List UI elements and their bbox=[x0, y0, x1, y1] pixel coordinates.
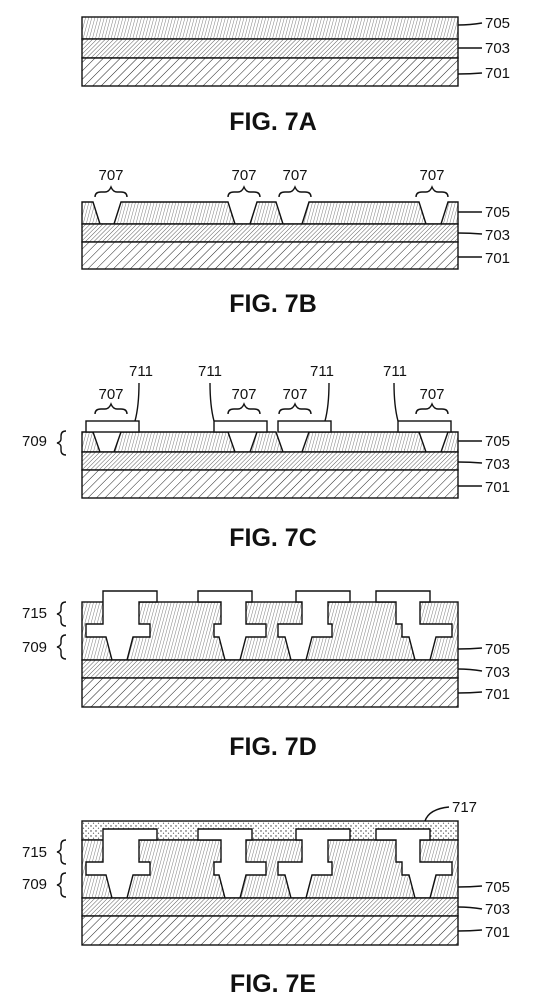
label-705: 705 bbox=[485, 641, 510, 658]
layer-701 bbox=[81, 57, 459, 87]
label-701: 701 bbox=[485, 924, 510, 941]
trench-label: 707 bbox=[282, 386, 307, 403]
trench-label: 707 bbox=[231, 167, 256, 184]
layer-703 bbox=[81, 38, 459, 59]
label-709: 709 bbox=[22, 876, 47, 893]
label-705: 705 bbox=[485, 204, 510, 221]
trench-label: 707 bbox=[419, 386, 444, 403]
label-703: 703 bbox=[485, 40, 510, 57]
figure-7b: 707 707 707 707 705 703 701 FIG. 7B bbox=[81, 167, 510, 318]
label-701: 701 bbox=[485, 686, 510, 703]
layer-701 bbox=[81, 677, 459, 708]
figure-7e: 717 715 709 705 703 701 FIG. 7E bbox=[22, 799, 510, 998]
pad-label: 711 bbox=[129, 363, 153, 380]
figure-7a: 705 703 701 FIG. 7A bbox=[81, 15, 510, 136]
pad-label: 711 bbox=[383, 363, 407, 380]
label-703: 703 bbox=[485, 227, 510, 244]
pad-711 bbox=[85, 420, 140, 433]
label-705: 705 bbox=[485, 15, 510, 32]
label-701: 701 bbox=[485, 65, 510, 82]
label-709: 709 bbox=[22, 639, 47, 656]
label-703: 703 bbox=[485, 456, 510, 473]
label-703: 703 bbox=[485, 901, 510, 918]
pad-label: 711 bbox=[198, 363, 222, 380]
label-701: 701 bbox=[485, 479, 510, 496]
label-703: 703 bbox=[485, 664, 510, 681]
pad-711 bbox=[213, 420, 268, 433]
label-709: 709 bbox=[22, 433, 47, 450]
label-715: 715 bbox=[22, 844, 47, 861]
label-705: 705 bbox=[485, 879, 510, 896]
layer-701 bbox=[81, 241, 459, 270]
layer-705 bbox=[81, 16, 459, 40]
caption-7e: FIG. 7E bbox=[230, 970, 316, 998]
trench-label: 707 bbox=[231, 386, 256, 403]
trench-label: 707 bbox=[282, 167, 307, 184]
layer-705 bbox=[81, 201, 459, 225]
via bbox=[85, 590, 158, 661]
label-705: 705 bbox=[485, 433, 510, 450]
label-701: 701 bbox=[485, 250, 510, 267]
pad-711 bbox=[277, 420, 332, 433]
caption-7b: FIG. 7B bbox=[229, 290, 317, 318]
layer-701 bbox=[81, 915, 459, 946]
trench-label: 707 bbox=[98, 167, 123, 184]
layer-703 bbox=[81, 451, 459, 471]
trench-label: 707 bbox=[419, 167, 444, 184]
figure-7c: 711 711 711 711 707 707 707 707 709 705 … bbox=[22, 363, 510, 552]
layer-703 bbox=[81, 659, 459, 679]
caption-7d: FIG. 7D bbox=[229, 733, 317, 761]
via bbox=[85, 828, 158, 899]
caption-7a: FIG. 7A bbox=[229, 108, 317, 136]
layer-701 bbox=[81, 469, 459, 499]
caption-7c: FIG. 7C bbox=[229, 524, 317, 552]
figure-7d: 715 709 705 703 701 FIG. 7D bbox=[22, 590, 510, 761]
layer-703 bbox=[81, 897, 459, 917]
pad-label: 711 bbox=[310, 363, 334, 380]
layer-703 bbox=[81, 223, 459, 243]
label-717: 717 bbox=[452, 799, 477, 816]
label-715: 715 bbox=[22, 605, 47, 622]
trench-label: 707 bbox=[98, 386, 123, 403]
layer-705 bbox=[81, 431, 459, 453]
pad-711 bbox=[397, 420, 452, 433]
